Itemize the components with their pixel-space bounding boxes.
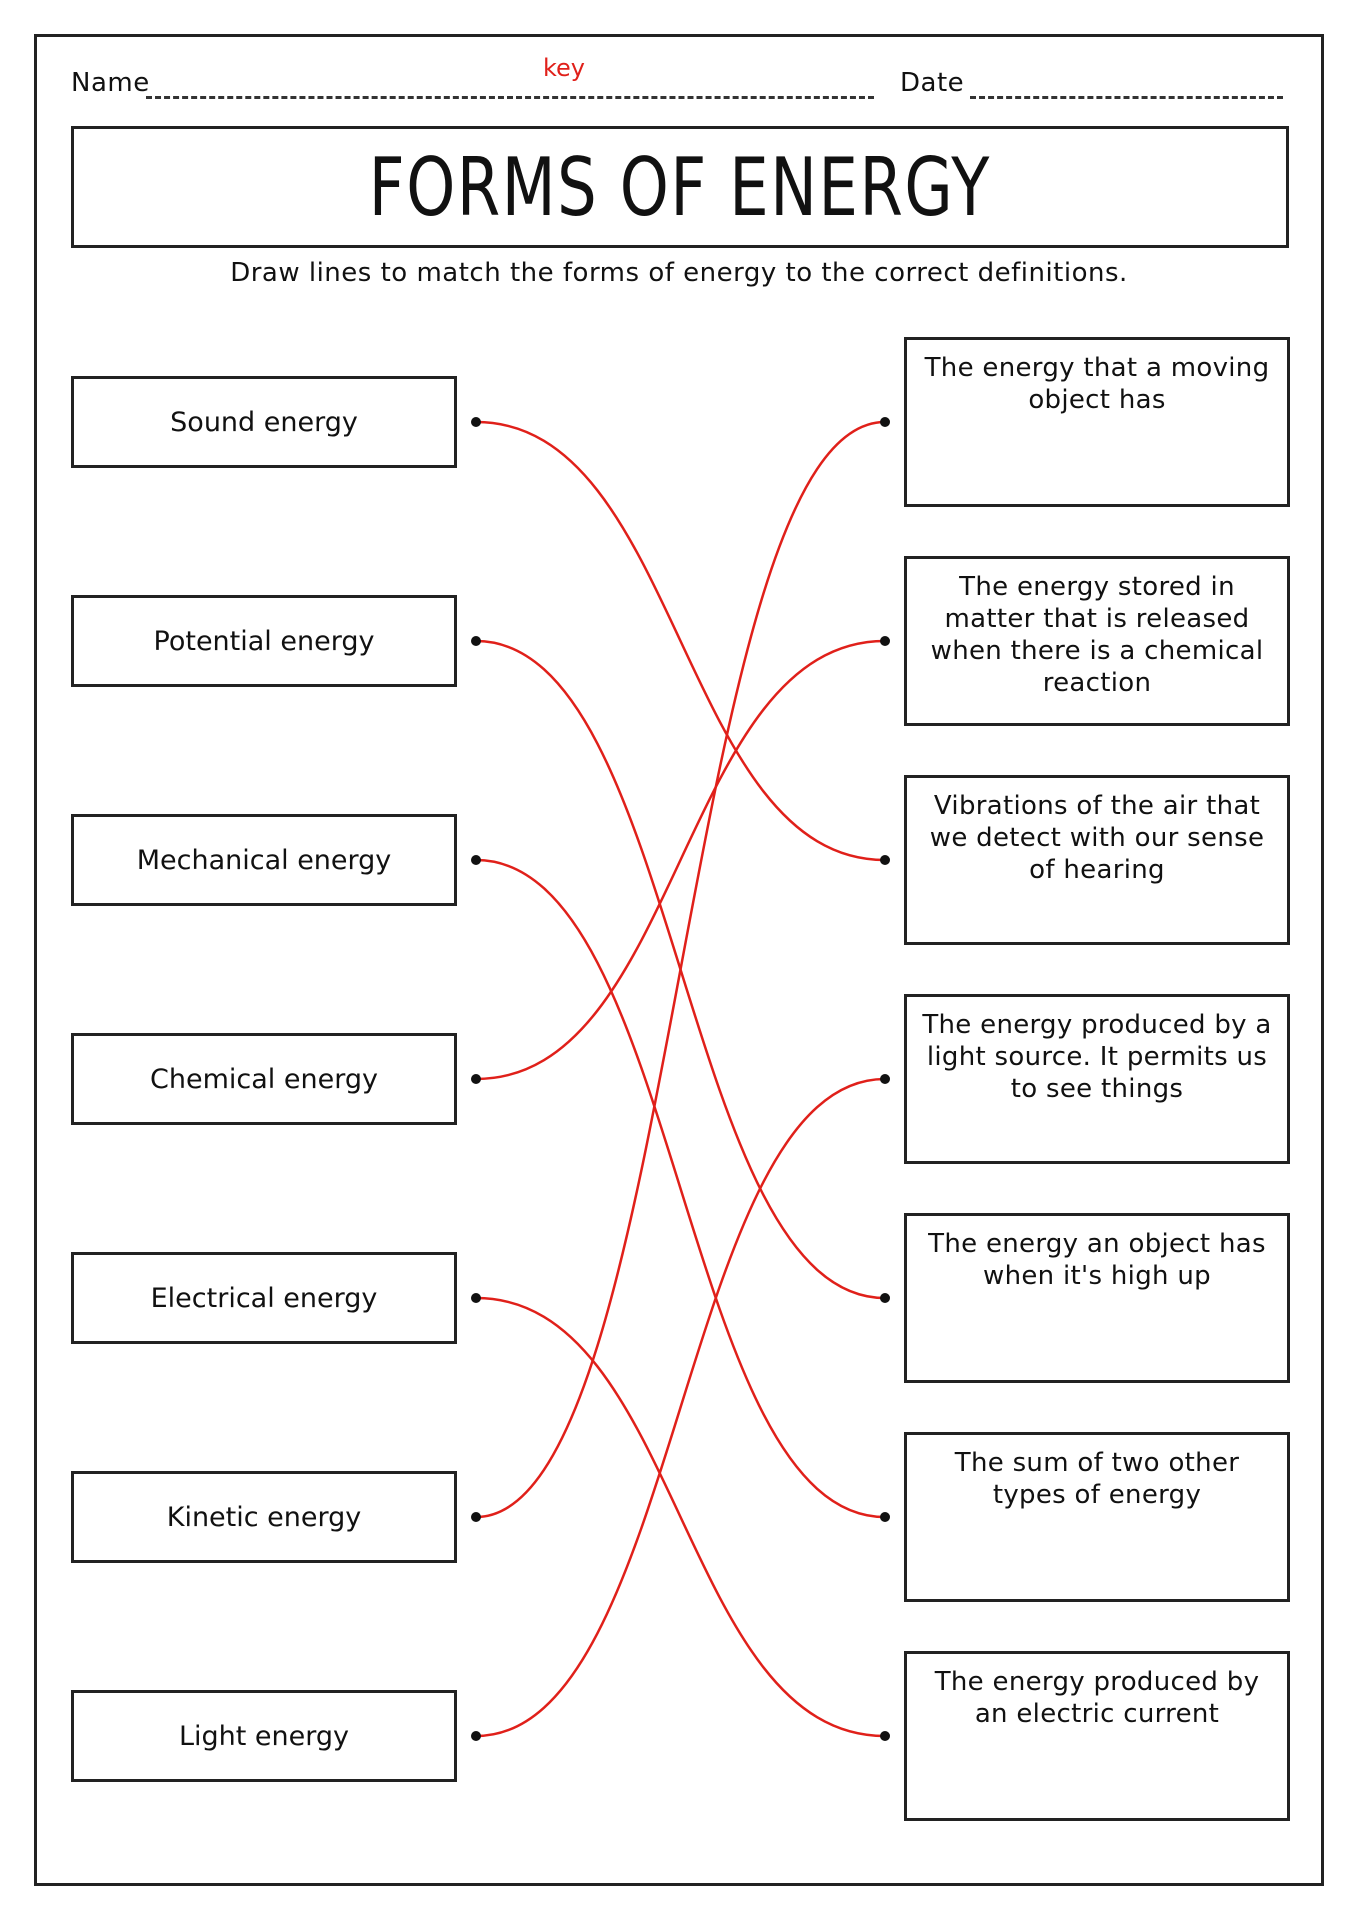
term-dot[interactable] xyxy=(471,855,481,865)
definition-box-6: The sum of two other types of energy xyxy=(904,1432,1290,1602)
term-label: Electrical energy xyxy=(150,1282,378,1314)
date-field-line[interactable] xyxy=(970,96,1283,99)
definition-dot[interactable] xyxy=(880,1512,890,1522)
term-dot[interactable] xyxy=(471,1074,481,1084)
definition-text: The energy produced by an electric curre… xyxy=(934,1667,1260,1729)
definition-dot[interactable] xyxy=(880,417,890,427)
term-label: Light energy xyxy=(178,1720,350,1752)
definition-dot[interactable] xyxy=(880,855,890,865)
answer-line xyxy=(475,1077,886,1738)
definition-text: The energy stored in matter that is rele… xyxy=(930,572,1264,698)
term-label: Potential energy xyxy=(153,625,375,657)
definition-text: The sum of two other types of energy xyxy=(954,1448,1240,1510)
definition-dot[interactable] xyxy=(880,1074,890,1084)
definition-text: Vibrations of the air that we detect wit… xyxy=(929,791,1265,885)
term-label: Kinetic energy xyxy=(166,1501,362,1533)
answer-line xyxy=(475,639,886,1081)
term-box-mechanical: Mechanical energy xyxy=(71,814,457,906)
term-label: Mechanical energy xyxy=(136,844,392,876)
title-box: FORMS OF ENERGY xyxy=(71,126,1289,248)
definition-box-2: The energy stored in matter that is rele… xyxy=(904,556,1290,726)
term-box-light: Light energy xyxy=(71,1690,457,1782)
term-label: Chemical energy xyxy=(150,1063,378,1095)
definition-box-1: The energy that a moving object has xyxy=(904,337,1290,507)
term-dot[interactable] xyxy=(471,1512,481,1522)
answer-line xyxy=(475,858,886,1519)
definition-box-4: The energy produced by a light source. I… xyxy=(904,994,1290,1164)
definition-text: The energy an object has when it's high … xyxy=(928,1229,1266,1291)
definition-text: The energy that a moving object has xyxy=(924,353,1270,415)
date-label: Date xyxy=(900,68,965,98)
definition-dot[interactable] xyxy=(880,1293,890,1303)
name-label: Name xyxy=(71,68,150,98)
term-box-chemical: Chemical energy xyxy=(71,1033,457,1125)
definition-dot[interactable] xyxy=(880,636,890,646)
term-dot[interactable] xyxy=(471,636,481,646)
term-box-kinetic: Kinetic energy xyxy=(71,1471,457,1563)
answer-line xyxy=(475,420,886,862)
answer-line xyxy=(475,1296,886,1738)
definition-box-5: The energy an object has when it's high … xyxy=(904,1213,1290,1383)
term-box-potential: Potential energy xyxy=(71,595,457,687)
page-border xyxy=(34,34,1324,1886)
definition-text: The energy produced by a light source. I… xyxy=(922,1010,1272,1104)
answer-key-note: key xyxy=(543,54,586,82)
page-title: FORMS OF ENERGY xyxy=(368,140,992,234)
instructions: Draw lines to match the forms of energy … xyxy=(230,258,1128,288)
definition-box-3: Vibrations of the air that we detect wit… xyxy=(904,775,1290,945)
term-dot[interactable] xyxy=(471,417,481,427)
answer-line xyxy=(475,420,886,1519)
term-box-electrical: Electrical energy xyxy=(71,1252,457,1344)
definition-dot[interactable] xyxy=(880,1731,890,1741)
term-dot[interactable] xyxy=(471,1731,481,1741)
name-field-line[interactable] xyxy=(146,96,874,99)
term-dot[interactable] xyxy=(471,1293,481,1303)
term-label: Sound energy xyxy=(170,406,358,438)
definition-box-7: The energy produced by an electric curre… xyxy=(904,1651,1290,1821)
term-box-sound: Sound energy xyxy=(71,376,457,468)
